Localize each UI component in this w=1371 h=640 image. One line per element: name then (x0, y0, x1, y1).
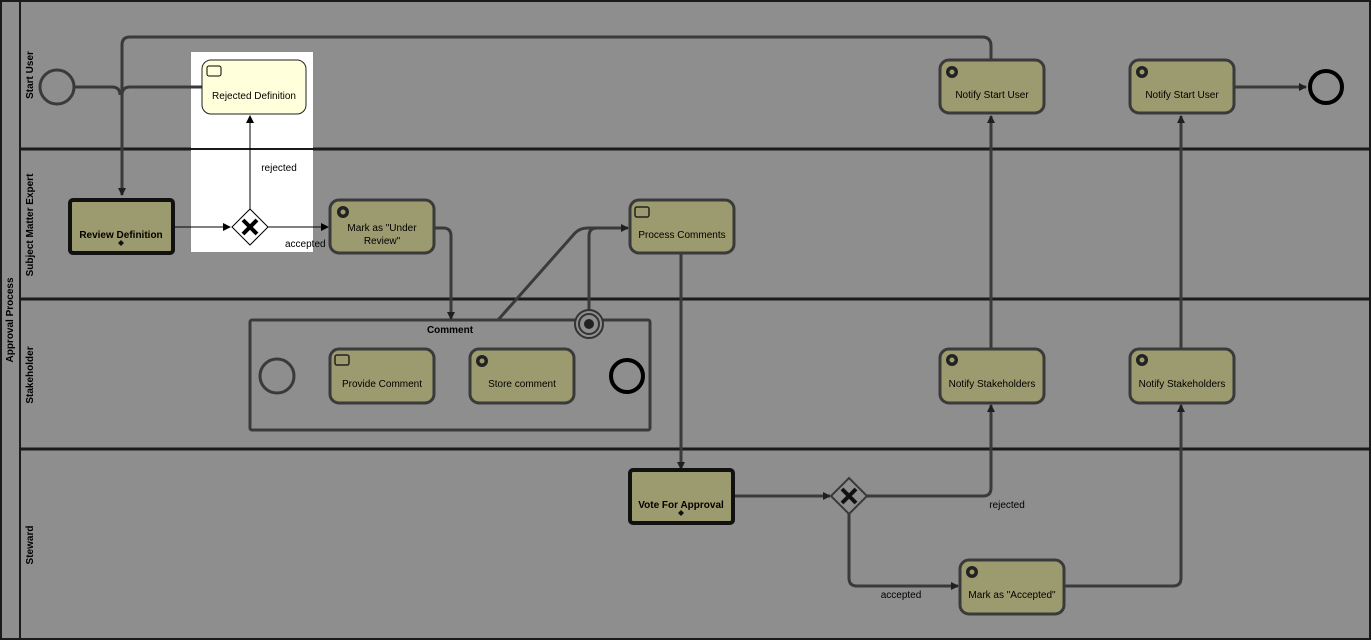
boundary-event[interactable] (574, 309, 604, 339)
task-mark-under-review[interactable]: Mark as "Under Review" (328, 198, 436, 255)
task-vote-for-approval[interactable]: Vote For Approval (628, 468, 735, 525)
task-label-line2: Review" (364, 236, 401, 247)
exclusive-gateway-top[interactable] (231, 208, 269, 246)
task-notify-start-user-2[interactable]: Notify Start User (1128, 58, 1236, 115)
subprocess-label: Comment (427, 325, 474, 336)
task-label: Provide Comment (342, 379, 422, 390)
task-store-comment[interactable]: Store comment (468, 347, 576, 405)
task-label: Vote For Approval (638, 500, 724, 511)
edge-label-rejected-top: rejected (261, 163, 297, 174)
user-task-icon (334, 354, 350, 366)
task-rejected-definition[interactable]: Rejected Definition (201, 59, 307, 115)
message-icon (584, 319, 594, 329)
collapsed-marker-icon (678, 510, 684, 516)
task-label: Process Comments (638, 230, 725, 241)
collapsed-marker-icon (118, 240, 124, 246)
x-icon (241, 218, 259, 236)
task-label: Notify Stakeholders (1139, 379, 1226, 390)
x-icon (840, 487, 858, 505)
pool-title: Approval Process (5, 277, 16, 362)
task-label: Notify Start User (1145, 90, 1219, 101)
task-notify-start-user-1[interactable]: Notify Start User (938, 58, 1046, 115)
task-mark-accepted[interactable]: Mark as "Accepted" (958, 558, 1066, 616)
task-label: Store comment (488, 379, 556, 390)
lane-label-steward: Steward (25, 526, 36, 565)
edge-label-accepted-top: accepted (285, 239, 326, 250)
lane-label-sme: Subject Matter Expert (25, 173, 36, 276)
start-event[interactable] (38, 68, 76, 106)
task-label: Notify Stakeholders (949, 379, 1036, 390)
edge-label-rejected-bottom: rejected (989, 500, 1025, 511)
task-label: Notify Start User (955, 90, 1029, 101)
task-label: Mark as "Accepted" (968, 590, 1056, 601)
end-event-top[interactable] (1308, 69, 1344, 105)
subprocess-start-event[interactable] (258, 357, 296, 395)
highlighted-flows (174, 115, 329, 231)
exclusive-gateway-bottom[interactable] (829, 476, 869, 516)
task-label-line1: Mark as "Under (347, 223, 417, 234)
sequence-flows (74, 35, 1307, 590)
user-task-icon (206, 65, 222, 77)
subprocess-end-event[interactable] (609, 358, 645, 394)
task-label: Rejected Definition (212, 91, 296, 102)
task-review-definition[interactable]: Review Definition (68, 198, 175, 255)
task-notify-stakeholders-2[interactable]: Notify Stakeholders (1128, 347, 1236, 405)
task-notify-stakeholders-1[interactable]: Notify Stakeholders (938, 347, 1046, 405)
task-label: Review Definition (79, 230, 162, 241)
task-process-comments[interactable]: Process Comments (628, 198, 736, 255)
task-provide-comment[interactable]: Provide Comment (328, 347, 436, 405)
user-task-icon (634, 206, 650, 218)
edge-label-accepted-bottom: accepted (881, 590, 922, 601)
lane-label-start-user: Start User (25, 51, 36, 99)
lane-label-stakeholder: Stakeholder (25, 346, 36, 403)
